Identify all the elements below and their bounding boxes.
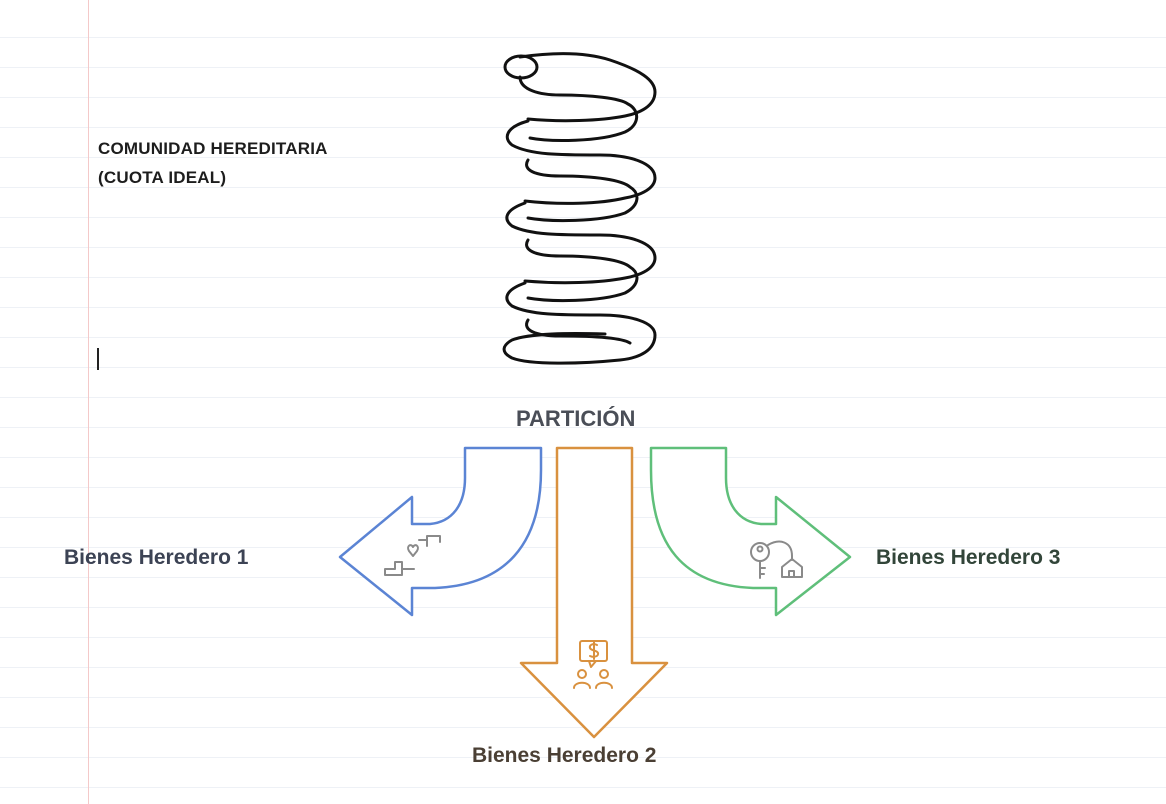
key-house-icon bbox=[750, 540, 803, 579]
comunidad-heading: COMUNIDAD HEREDITARIA (CUOTA IDEAL) bbox=[98, 134, 328, 192]
coil-spring-icon bbox=[502, 52, 657, 365]
text-cursor bbox=[97, 348, 99, 370]
heading-line-1: COMUNIDAD HEREDITARIA bbox=[98, 139, 328, 158]
margin-line bbox=[88, 0, 89, 804]
arrow-heredero-1 bbox=[338, 446, 543, 617]
heredero-2-label: Bienes Heredero 2 bbox=[472, 744, 657, 767]
heredero-3-label: Bienes Heredero 3 bbox=[876, 546, 1061, 569]
particion-label: PARTICIÓN bbox=[516, 406, 636, 431]
arrow-heredero-3 bbox=[649, 446, 852, 617]
heredero-1-label: Bienes Heredero 1 bbox=[64, 546, 249, 569]
heading-line-2: (CUOTA IDEAL) bbox=[98, 168, 227, 187]
hand-giving-heart-icon bbox=[384, 535, 441, 576]
arrow-heredero-2 bbox=[519, 446, 669, 739]
money-people-icon bbox=[573, 640, 613, 689]
